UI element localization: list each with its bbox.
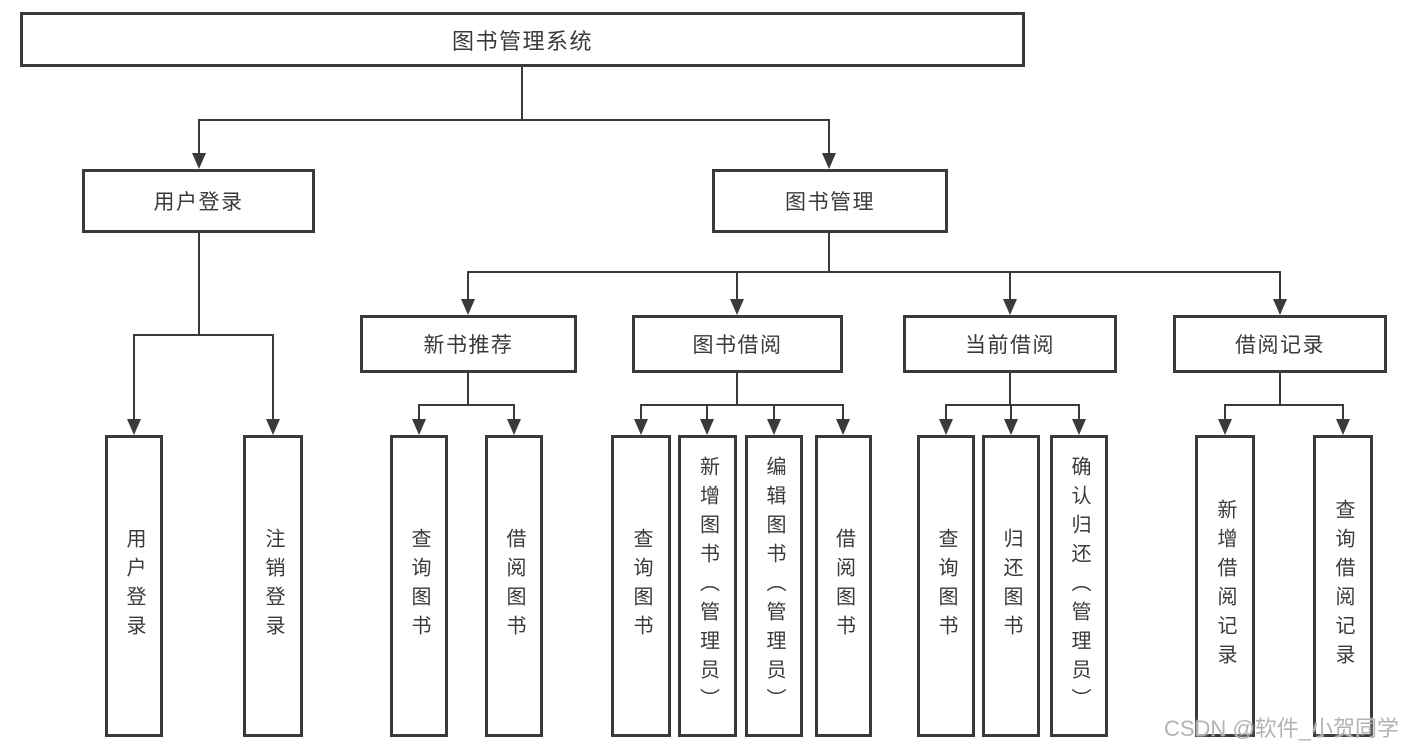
- connector-current-borrowing-branch: [939, 372, 1086, 435]
- connector-book-management-branch: [461, 232, 1287, 315]
- node-borrowing-records: 借阅记录: [1173, 315, 1387, 373]
- node-label: 用户登录: [153, 191, 244, 214]
- node-label: 归还图书: [1000, 528, 1022, 644]
- node-borrow-books-borrowing: 借阅图书: [815, 435, 872, 737]
- connector-borrowing-records-branch: [1218, 372, 1350, 435]
- node-label: 查询图书: [630, 528, 652, 644]
- node-label: 借阅图书: [832, 528, 855, 644]
- node-label: 注销登录: [262, 528, 284, 644]
- node-label: 新增借阅记录: [1214, 499, 1236, 673]
- node-current-borrowing: 当前借阅: [903, 315, 1117, 373]
- node-new-book-recommend: 新书推荐: [360, 315, 577, 373]
- csdn-watermark: CSDN @软件_小贺同学: [1163, 716, 1399, 741]
- node-logout: 注销登录: [243, 435, 303, 737]
- node-add-borrow-record: 新增借阅记录: [1195, 435, 1255, 737]
- node-query-books-current: 查询图书: [917, 435, 975, 737]
- node-label: 图书管理系统: [451, 28, 593, 54]
- node-label: 查询借阅记录: [1332, 499, 1354, 673]
- node-user-login: 用户登录: [82, 169, 315, 233]
- node-book-management: 图书管理: [712, 169, 948, 233]
- node-query-borrow-record: 查询借阅记录: [1313, 435, 1373, 737]
- connector-new-book-branch: [412, 372, 521, 435]
- node-label: 查询图书: [935, 528, 957, 644]
- node-label: 编辑图书（管理员）: [763, 455, 785, 717]
- node-confirm-return-admin: 确认归还（管理员）: [1050, 435, 1108, 737]
- node-label: 用户登录: [123, 528, 145, 644]
- node-label: 借阅记录: [1235, 334, 1325, 357]
- node-label: 新增图书（管理员）: [696, 455, 719, 717]
- node-query-books-recommend: 查询图书: [390, 435, 448, 737]
- node-query-books-borrowing: 查询图书: [611, 435, 671, 737]
- node-library-system: 图书管理系统: [20, 12, 1025, 67]
- node-label: 查询图书: [408, 528, 430, 644]
- node-user-login-action: 用户登录: [105, 435, 163, 737]
- node-book-borrowing: 图书借阅: [632, 315, 843, 373]
- node-return-books: 归还图书: [982, 435, 1040, 737]
- node-add-book-admin: 新增图书（管理员）: [678, 435, 737, 737]
- node-label: 确认归还（管理员）: [1068, 455, 1090, 717]
- node-label: 图书管理: [785, 191, 875, 214]
- connector-root-branch: [192, 66, 836, 169]
- node-label: 当前借阅: [965, 334, 1055, 357]
- connector-user-login-branch: [127, 232, 280, 435]
- node-label: 借阅图书: [503, 528, 525, 644]
- node-edit-book-admin: 编辑图书（管理员）: [745, 435, 803, 737]
- node-label: 图书借阅: [692, 334, 783, 357]
- node-borrow-books-recommend: 借阅图书: [485, 435, 543, 737]
- connector-book-borrowing-branch: [634, 372, 850, 435]
- node-label: 新书推荐: [423, 334, 514, 357]
